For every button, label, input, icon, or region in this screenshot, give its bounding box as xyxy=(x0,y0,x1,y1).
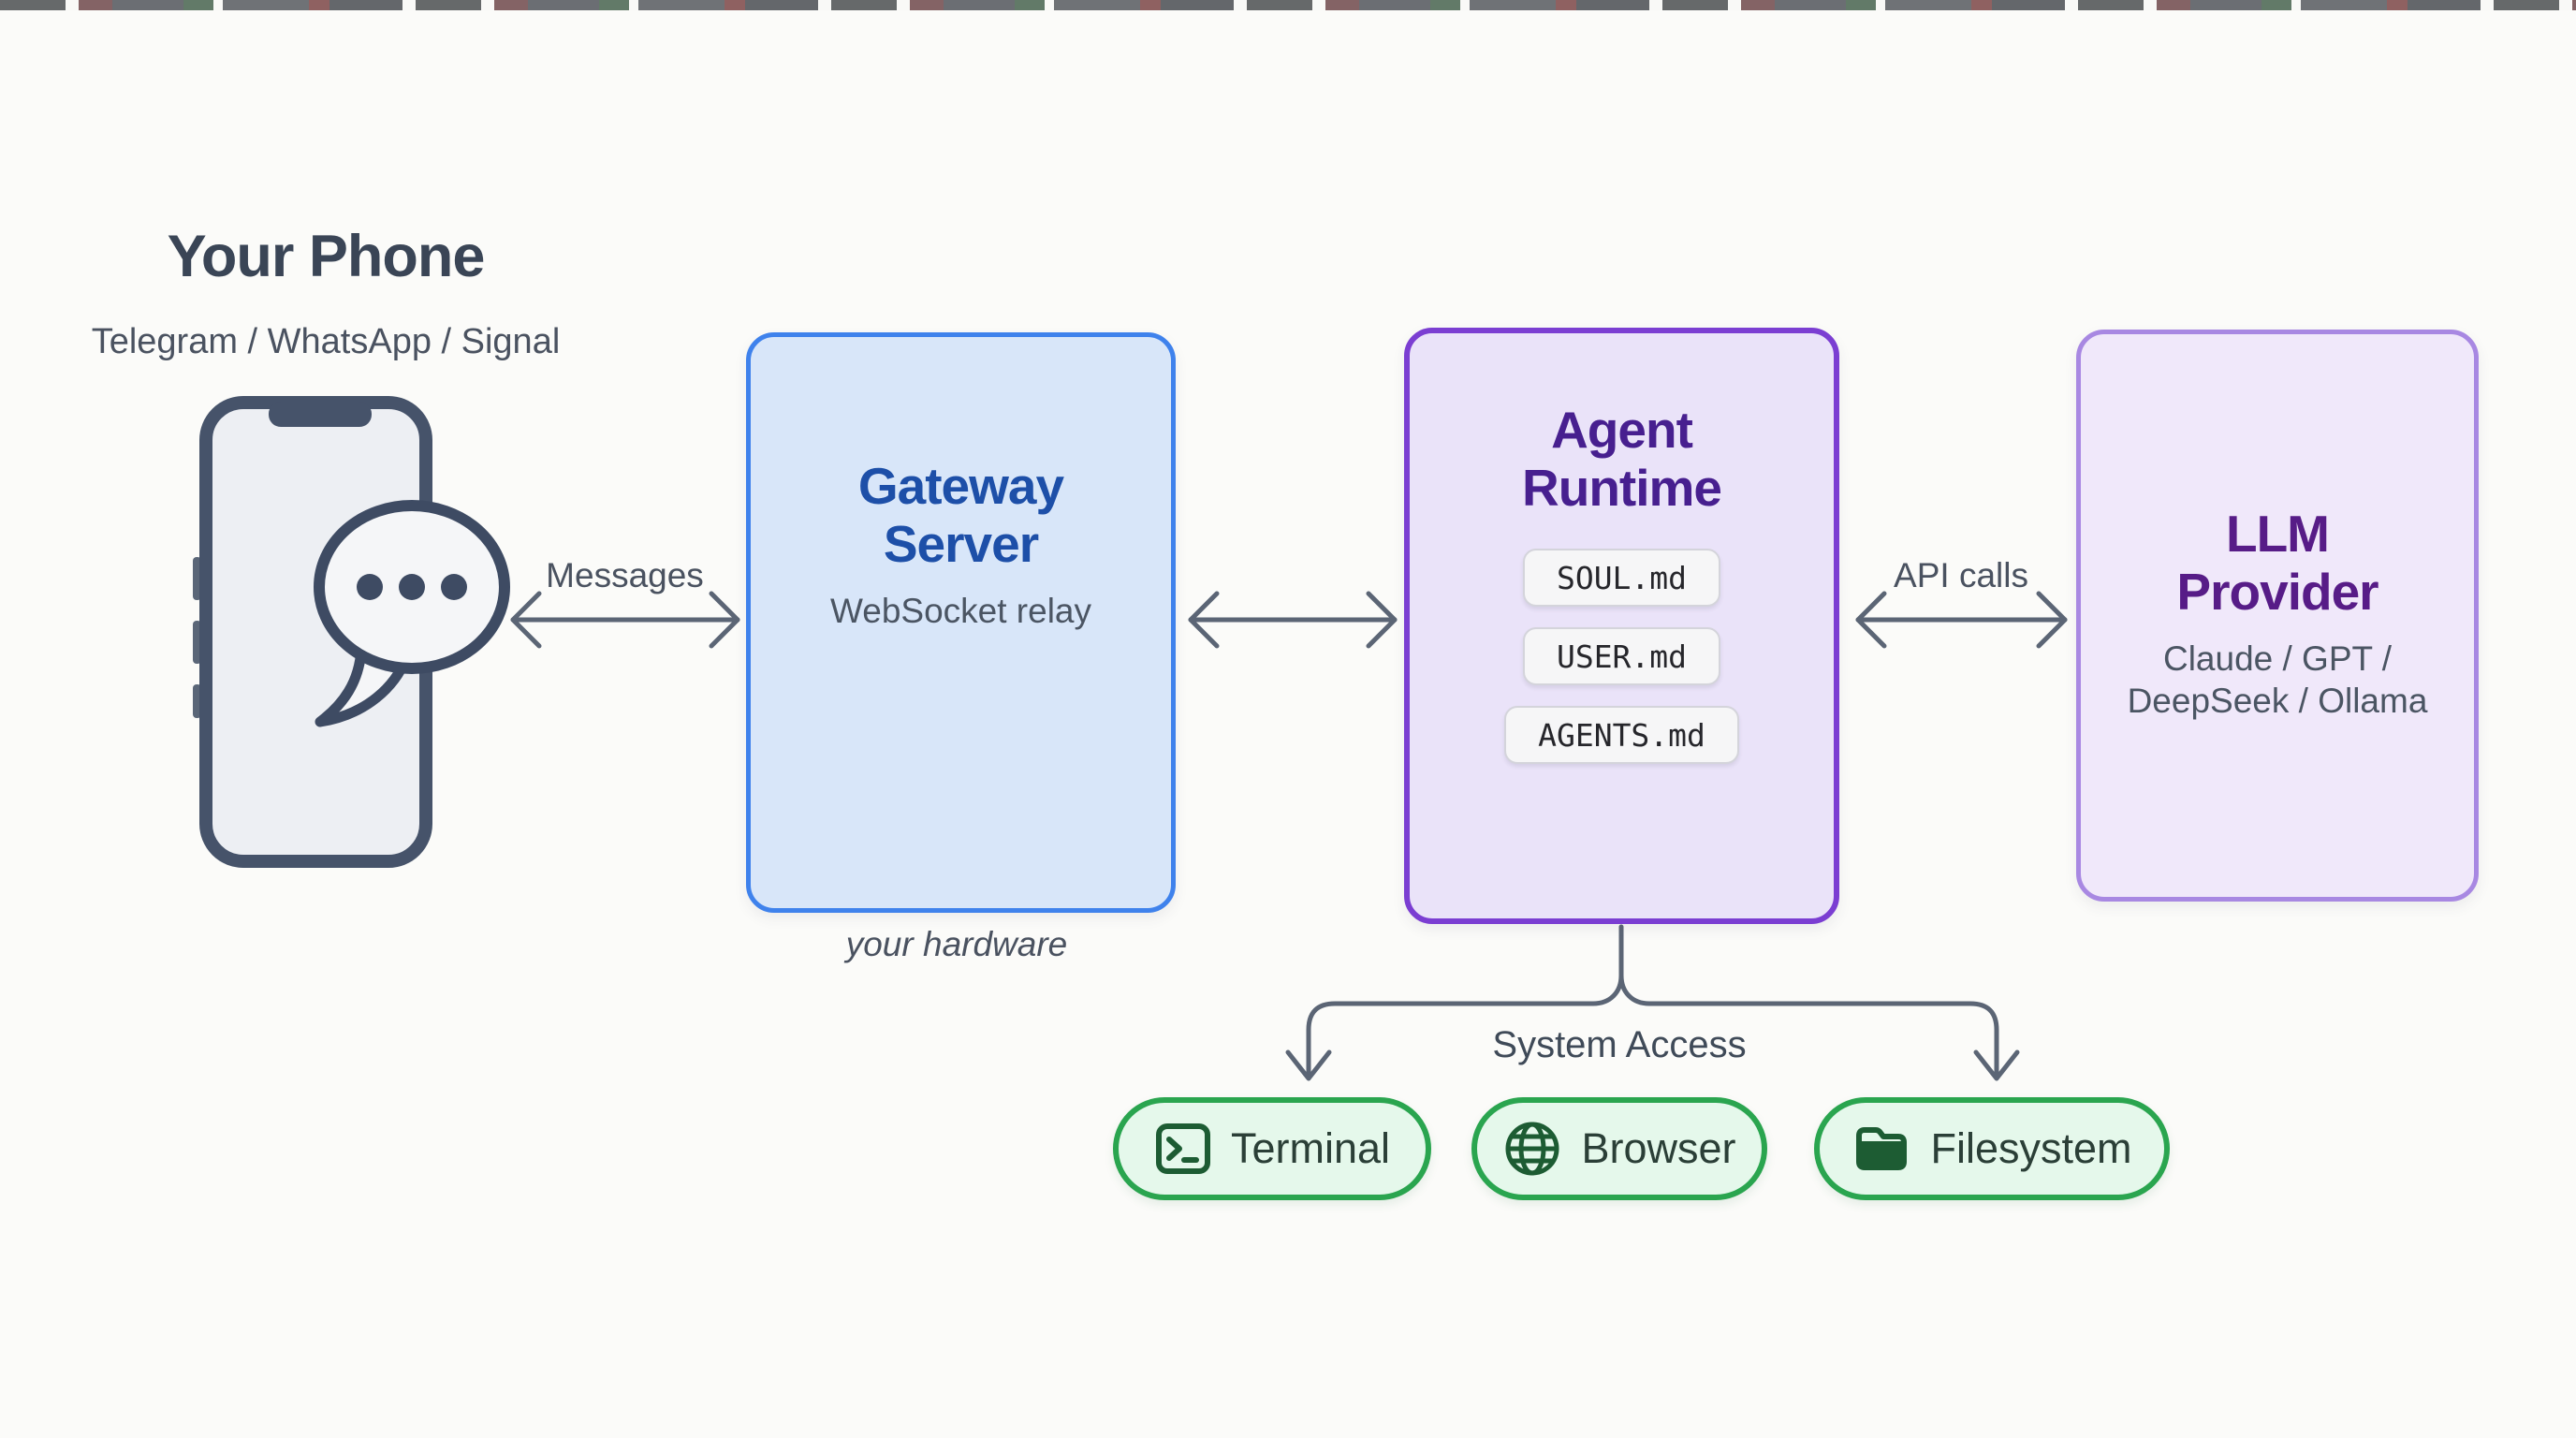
file-chip-user: USER.md xyxy=(1522,627,1721,685)
terminal-icon xyxy=(1155,1123,1210,1174)
gateway-title: Gateway Server xyxy=(857,457,1064,573)
filesystem-pill: Filesystem xyxy=(1814,1097,2170,1200)
chat-bubble-icon xyxy=(314,500,510,727)
smartphone-chat-icon xyxy=(193,396,510,868)
agent-runtime-box: Agent Runtime SOUL.md USER.md AGENTS.md xyxy=(1404,328,1839,924)
top-artifact-strip xyxy=(0,0,2576,10)
messages-arrow xyxy=(510,591,740,649)
gateway-agent-arrow xyxy=(1188,591,1398,649)
gateway-caption: your hardware xyxy=(845,925,1068,963)
globe-icon xyxy=(1505,1122,1559,1176)
gateway-subtitle: WebSocket relay xyxy=(830,592,1091,630)
folder-icon xyxy=(1856,1127,1908,1170)
agent-title: Agent Runtime xyxy=(1522,401,1722,517)
messages-label: Messages xyxy=(546,556,704,594)
api-calls-arrow xyxy=(1855,591,2068,649)
browser-pill: Browser xyxy=(1471,1097,1767,1200)
llm-provider-box: LLM Provider Claude / GPT / DeepSeek / O… xyxy=(2076,330,2479,902)
llm-title: LLM Provider xyxy=(2176,505,2378,621)
phone-section-title: Your Phone xyxy=(167,224,486,289)
agent-file-list: SOUL.md USER.md AGENTS.md xyxy=(1504,549,1739,764)
api-calls-label: API calls xyxy=(1894,556,2028,594)
system-access-label: System Access xyxy=(1492,1024,1747,1065)
llm-subtitle: Claude / GPT / DeepSeek / Ollama xyxy=(2127,639,2428,720)
browser-label: Browser xyxy=(1581,1124,1736,1172)
terminal-label: Terminal xyxy=(1230,1124,1391,1172)
phone-side-buttons xyxy=(193,557,201,718)
file-chip-soul: SOUL.md xyxy=(1522,549,1721,607)
filesystem-label: Filesystem xyxy=(1930,1124,2132,1172)
gateway-server-box: Gateway Server WebSocket relay xyxy=(746,332,1176,913)
phone-section-subtitle: Telegram / WhatsApp / Signal xyxy=(91,322,561,361)
file-chip-agents: AGENTS.md xyxy=(1504,706,1739,764)
terminal-pill: Terminal xyxy=(1113,1097,1431,1200)
